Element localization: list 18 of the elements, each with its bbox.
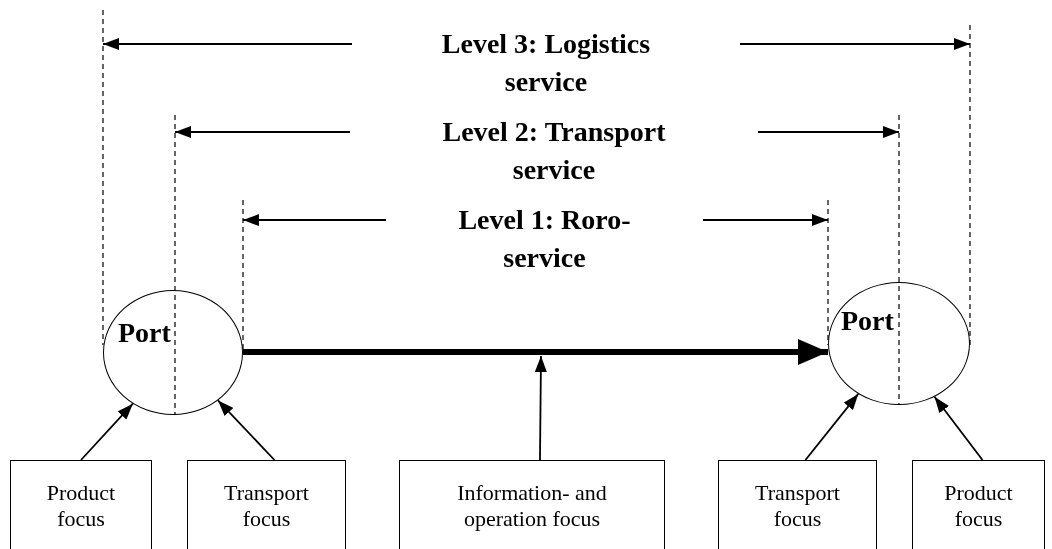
port-circle (828, 282, 970, 405)
level-label: Level 1: Roro-service (457, 203, 632, 275)
port-circle (103, 290, 243, 415)
focus-box: Information- and operation focus (399, 460, 665, 549)
arrow (243, 339, 828, 365)
arrow (534, 355, 547, 461)
node-label: Port (118, 317, 171, 349)
focus-box: Transport focus (187, 460, 346, 549)
node-label: Port (841, 305, 894, 337)
focus-box: Transport focus (718, 460, 877, 549)
focus-box: Product focus (10, 460, 152, 549)
arrow (80, 402, 134, 461)
arrow (804, 393, 860, 461)
focus-box: Product focus (912, 460, 1045, 549)
level-label: Level 3: Logistics service (440, 27, 652, 99)
arrow (217, 399, 276, 461)
arrow (933, 395, 984, 461)
level-label: Level 2: Transport service (441, 115, 667, 187)
